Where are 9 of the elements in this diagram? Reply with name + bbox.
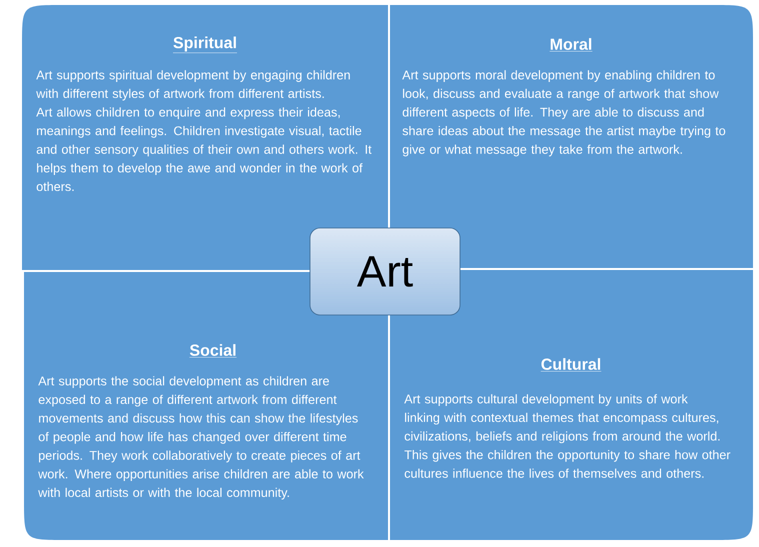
section-text: Art supports the social development as children are exposed to a range of different artwork from different movements and discuss how this can show the lifestyles of people and how life has changed over different time periods. They work collaboratively to create pieces of art work. Where opportunities arise children are able to work with local artists or with the local community. (38, 376, 364, 500)
section-text: Art supports cultural development by units of work linking with contextual themes that encompass cultures, civilizations, beliefs and religions from around the world. This gives the children the opportunity to share how other cultures influence the lives of themselves and others. (404, 394, 730, 478)
section-title: Spiritual (172, 36, 238, 54)
section-text: Art supports spiritual development by engaging children with different styles of artwork from different artists. Art allows children to enquire and express their ideas, meanings and feelings. Children investigate visual, tactile and other sensory qualities of their own and others work. It helps them to develop the awe and wonder in the work of others. (36, 70, 372, 192)
section-title: Cultural (540, 358, 602, 372)
section-text: Art supports moral development by enabling children to look, discuss and evaluate a range of artwork that show different aspects of life. They are able to discuss and share ideas about the message the artist maybe trying to give or what message they take from the artwork. (402, 70, 726, 156)
center-box: Art (310, 228, 460, 316)
section-title: Moral (549, 38, 593, 52)
section-title: Social (189, 344, 237, 358)
